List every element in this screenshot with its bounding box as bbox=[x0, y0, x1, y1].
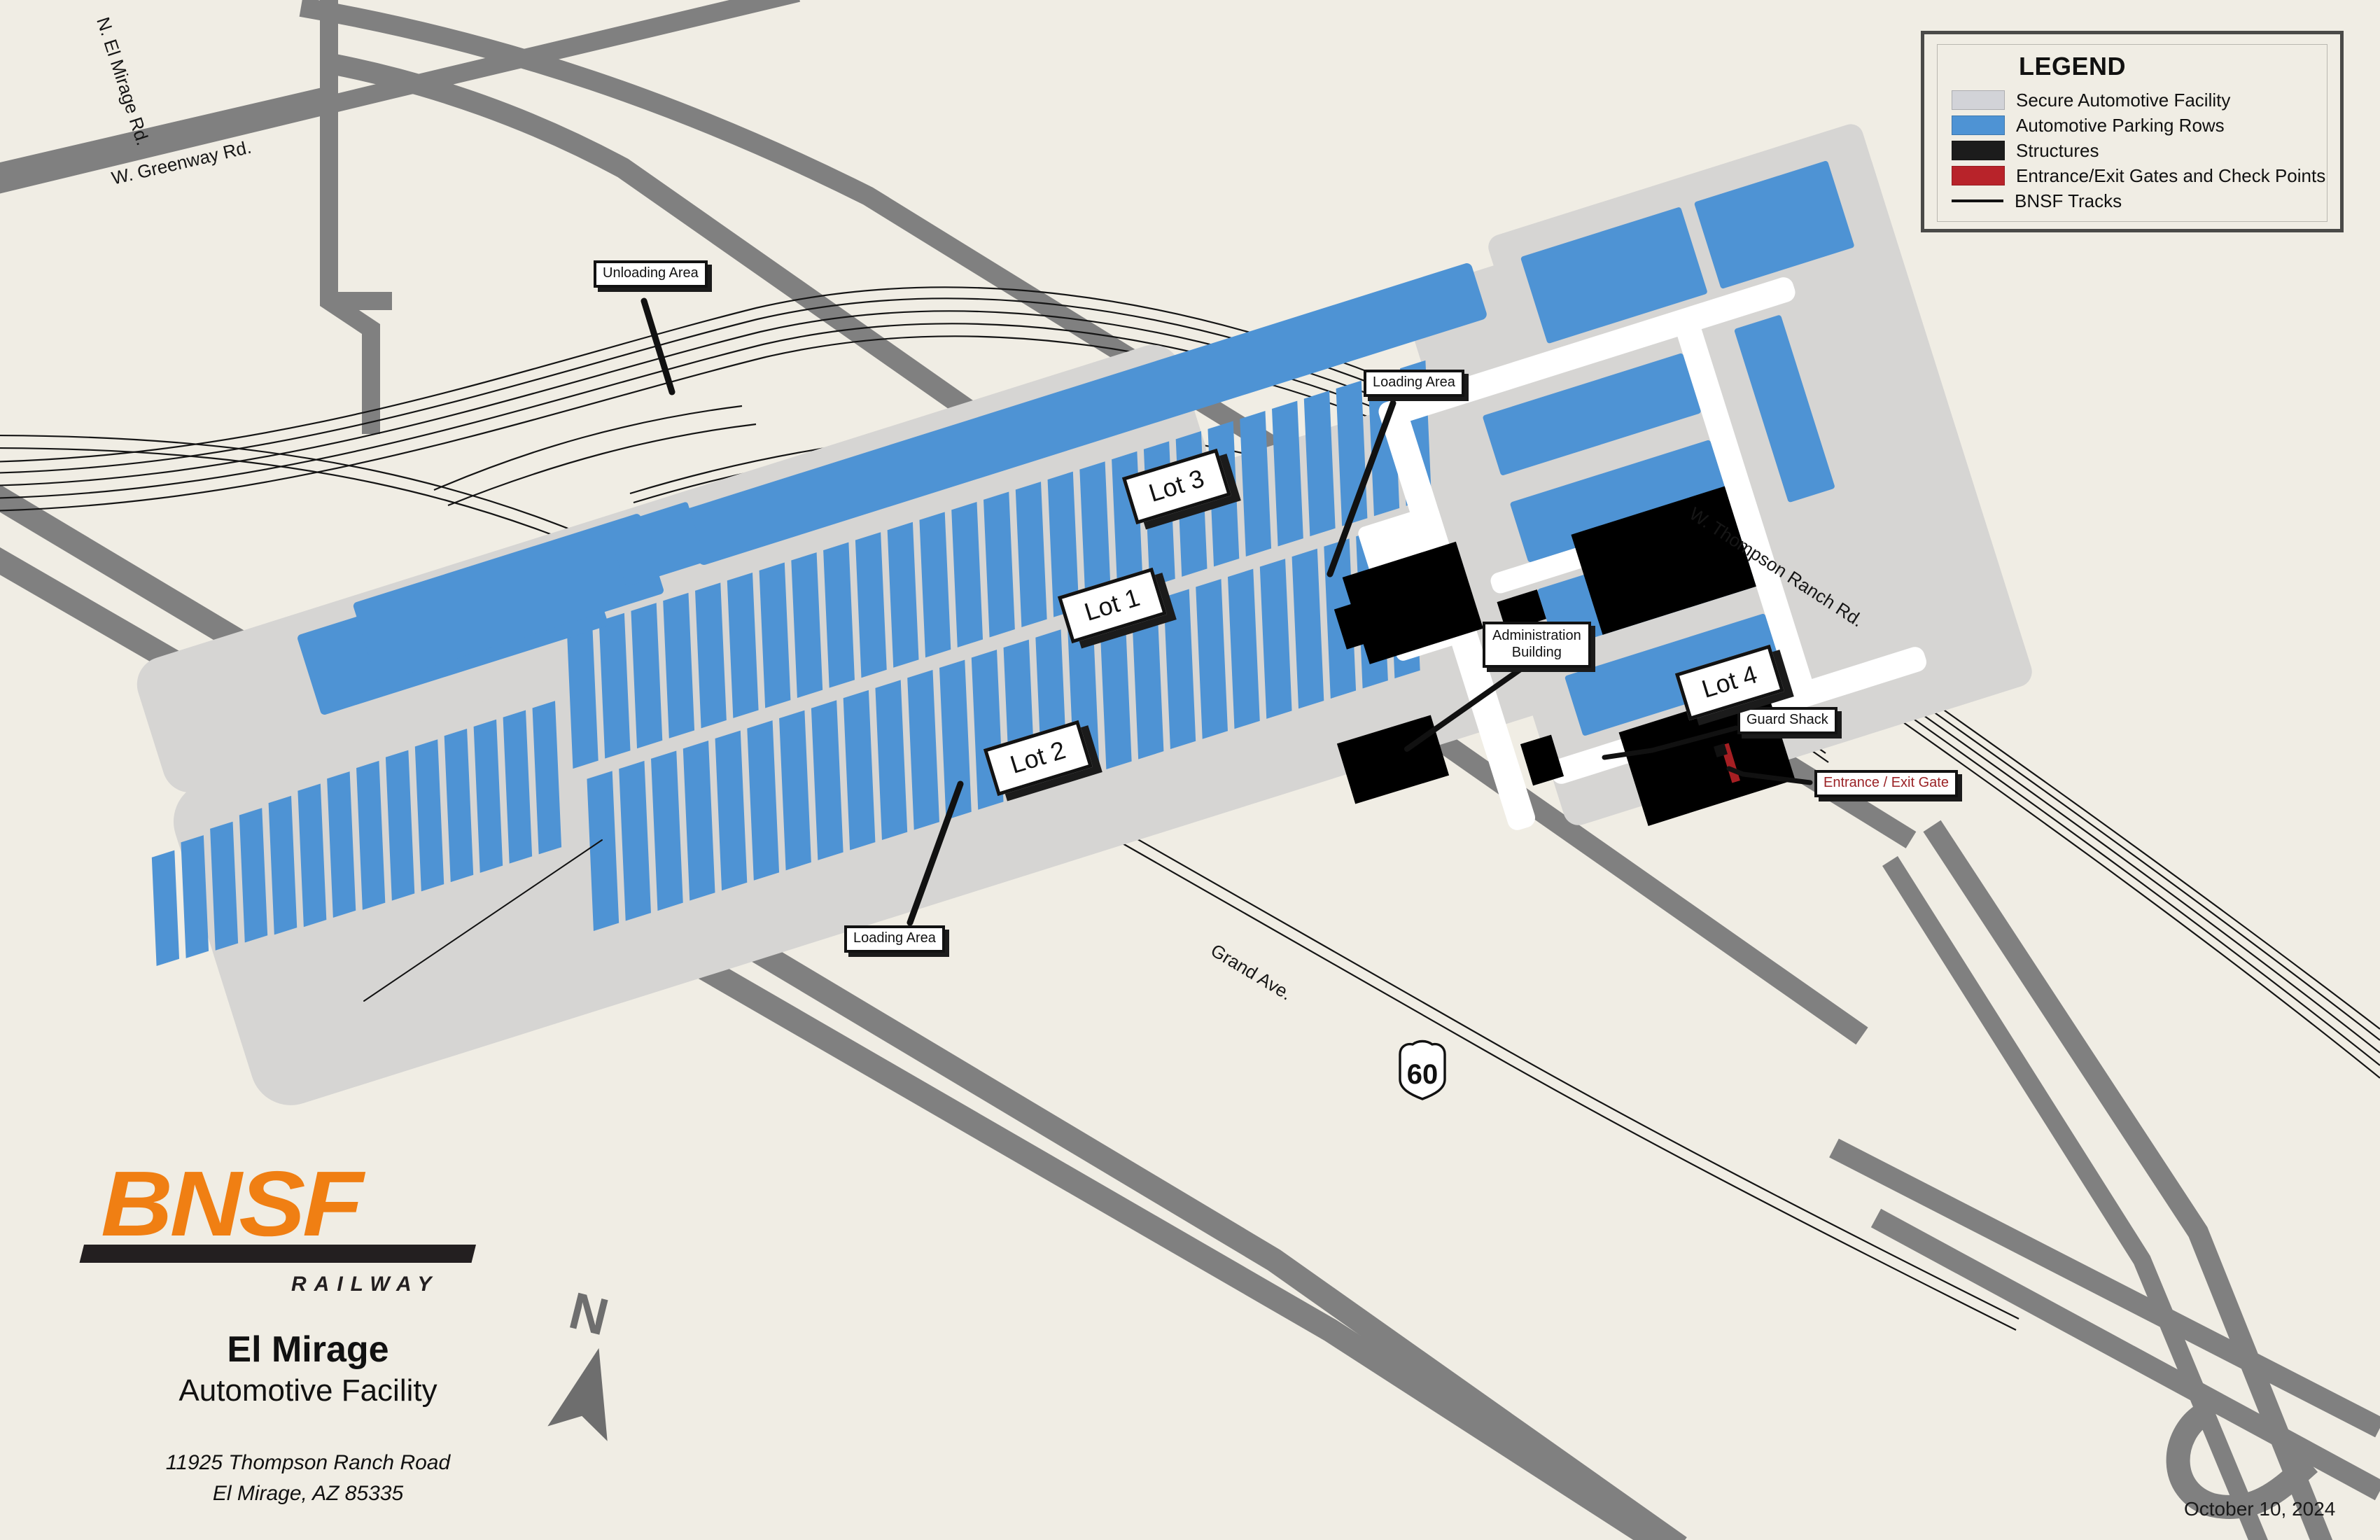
structure-warehouse-a bbox=[1571, 486, 1756, 635]
facility-address: 11925 Thompson Ranch Road El Mirage, AZ … bbox=[84, 1448, 532, 1508]
parking-block-lot4-a bbox=[1520, 207, 1707, 344]
leader-loading-area-south bbox=[906, 780, 964, 926]
callout-guard-shack[interactable]: Guard Shack bbox=[1737, 707, 1837, 734]
legend-label-structures: Structures bbox=[2016, 139, 2099, 161]
leader-entrance-exit-gate bbox=[1726, 766, 1813, 785]
bnsf-logo-railway-text: RAILWAY bbox=[291, 1273, 440, 1296]
legend-swatch-entrance-exit-gates bbox=[1952, 166, 2005, 186]
bnsf-logo: BNSF RAILWAY bbox=[79, 1152, 504, 1296]
facility-type: Automotive Facility bbox=[178, 1373, 438, 1408]
facility-name: El Mirage bbox=[227, 1329, 389, 1370]
north-arrow-head bbox=[547, 1348, 608, 1441]
north-arrow-letter: N bbox=[564, 1281, 614, 1346]
legend-row-structures: Structures bbox=[1952, 138, 2317, 163]
legend-label-entrance-exit-gates: Entrance/Exit Gates and Check Points bbox=[2016, 164, 2326, 186]
legend-swatch-automotive-parking-rows bbox=[1952, 115, 2005, 135]
parking-rows-lot1 bbox=[566, 360, 1432, 769]
callout-loading-area-north[interactable]: Loading Area bbox=[1364, 370, 1464, 397]
leader-guard-shack bbox=[1602, 725, 1739, 760]
structure-small bbox=[1497, 589, 1546, 632]
facility-address-line-1: 11925 Thompson Ranch Road bbox=[165, 1451, 451, 1474]
map-date-stamp: October 10, 2024 bbox=[2184, 1498, 2336, 1520]
callout-admin-line2: Building bbox=[1511, 645, 1562, 660]
bnsf-logo-wordmark: BNSF bbox=[101, 1152, 363, 1255]
leader-unloading-area bbox=[640, 298, 676, 396]
highway-shield-number: 60 bbox=[1407, 1059, 1438, 1090]
structures-layer bbox=[1334, 486, 1795, 826]
legend-swatch-secure-automotive-facility bbox=[1952, 90, 2005, 110]
parking-block-lot3 bbox=[684, 263, 1487, 565]
property-line bbox=[363, 839, 603, 1002]
parking-blocks-east bbox=[1483, 160, 1854, 736]
legend-label-bnsf-tracks: BNSF Tracks bbox=[2015, 190, 2122, 211]
leader-admin-building bbox=[1404, 664, 1527, 752]
legend-row-automotive-parking-rows: Automotive Parking Rows bbox=[1952, 113, 2317, 138]
title-block: BNSF RAILWAY El Mirage Automotive Facili… bbox=[79, 1152, 616, 1508]
legend-row-secure-automotive-facility: Secure Automotive Facility bbox=[1952, 88, 2317, 113]
facility-address-line-2: El Mirage, AZ 85335 bbox=[212, 1481, 404, 1505]
legend-title: LEGEND bbox=[2019, 52, 2127, 80]
parking-rows-west-fan bbox=[151, 701, 562, 967]
north-arrow-icon: N bbox=[547, 1281, 614, 1441]
legend-label-automotive-parking-rows: Automotive Parking Rows bbox=[2016, 114, 2225, 136]
unloading-area-blocks bbox=[298, 502, 706, 715]
callout-administration-building[interactable]: Administration Building bbox=[1483, 622, 1591, 668]
bnsf-logo-swoosh bbox=[79, 1245, 477, 1263]
legend-row-entrance-exit-gates: Entrance/Exit Gates and Check Points bbox=[1952, 163, 2325, 188]
leader-loading-area-north bbox=[1326, 400, 1396, 578]
legend-swatch-bnsf-tracks bbox=[1952, 200, 2003, 202]
parking-block-lot4-b bbox=[1694, 160, 1854, 289]
legend-label-secure-automotive-facility: Secure Automotive Facility bbox=[2016, 89, 2231, 111]
callout-leader-lines bbox=[363, 298, 1813, 1002]
legend-row-bnsf-tracks: BNSF Tracks bbox=[1952, 188, 2317, 214]
callout-entrance-exit-gate[interactable]: Entrance / Exit Gate bbox=[1814, 770, 1958, 797]
callout-unloading-area[interactable]: Unloading Area bbox=[594, 260, 708, 288]
callout-admin-line1: Administration bbox=[1492, 628, 1581, 643]
highway-shield-60: 60 bbox=[1399, 1040, 1446, 1100]
legend-panel: LEGEND Secure Automotive Facility Automo… bbox=[1921, 31, 2344, 232]
structure-admin-building bbox=[1342, 541, 1483, 664]
callout-loading-area-south[interactable]: Loading Area bbox=[844, 925, 945, 953]
legend-swatch-structures bbox=[1952, 141, 2005, 160]
